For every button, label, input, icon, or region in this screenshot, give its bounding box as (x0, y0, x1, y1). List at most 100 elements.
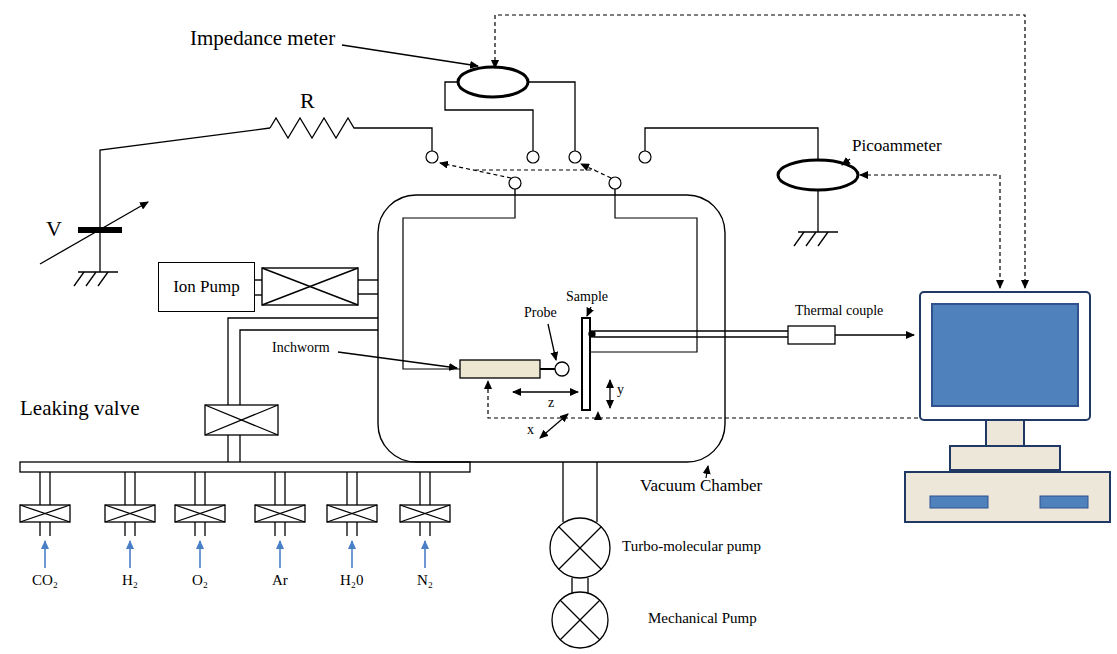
voltage-source (86, 272, 96, 286)
impedance-meter (342, 45, 575, 151)
gas-valve (400, 505, 450, 522)
ion-pump-valve (262, 268, 358, 305)
gas-valve (49, 522, 50, 536)
gas-valve (204, 522, 205, 536)
gas-valve (39, 472, 40, 505)
gas-valve (134, 472, 135, 505)
switch-terminals (581, 164, 611, 178)
pumps (560, 600, 600, 640)
vacuum-chamber (378, 189, 725, 478)
inchworm-probe-sample (582, 318, 590, 410)
pumps (550, 462, 610, 648)
gas-valve (327, 505, 377, 522)
pump-box: Ion Pump (158, 262, 255, 312)
voltage-source (100, 128, 270, 227)
thermocouple (594, 336, 788, 337)
pumps (571, 578, 572, 593)
part-label: Leaking valve (20, 396, 140, 420)
control-links (597, 412, 598, 418)
picoammeter (645, 128, 858, 246)
gas-inlet-arrow (44, 541, 46, 568)
instrument-label: Picoammeter (852, 136, 942, 156)
gas-manifold (205, 405, 278, 435)
picoammeter (818, 232, 828, 246)
gas-label: N₂ (417, 572, 433, 589)
pumps (596, 462, 597, 522)
ion-pump-valve (262, 268, 358, 305)
vacuum-chamber (591, 195, 697, 352)
control-links (495, 15, 1025, 288)
gas-valves (20, 472, 450, 568)
resistor-symbol (270, 118, 432, 151)
ion-pump-valve (262, 268, 358, 305)
ion-pump-valve (255, 268, 378, 305)
gas-valve (429, 522, 430, 536)
picoammeter (794, 232, 804, 246)
vacuum-chamber (614, 189, 615, 195)
part-label: Probe (524, 305, 557, 321)
gas-valve (356, 522, 357, 536)
gas-valve (124, 472, 125, 505)
gas-valve (20, 505, 70, 522)
switch-terminals (569, 151, 581, 163)
gas-valve (20, 505, 70, 522)
gas-valve (20, 505, 70, 522)
pump-label: Ion Pump (173, 277, 240, 297)
part-label: Thermal couple (795, 303, 883, 319)
thermocouple (788, 326, 835, 344)
inchworm-probe-sample (513, 391, 578, 392)
computer-icon (1040, 496, 1088, 508)
gas-valve (356, 472, 357, 505)
gas-label: H₂0 (340, 572, 364, 589)
gas-valve (39, 522, 40, 536)
gas-valve (346, 472, 347, 505)
inchworm-probe-sample (540, 368, 555, 370)
gas-valve (194, 522, 195, 536)
picoammeter (842, 159, 850, 165)
inchworm-probe-sample (460, 360, 540, 378)
gas-label: H₂ (122, 572, 138, 589)
gas-manifold (227, 435, 228, 462)
impedance-meter (445, 82, 533, 151)
picoammeter (806, 232, 816, 246)
gas-label: Ar (272, 572, 288, 589)
ion-pump-valve (358, 293, 378, 294)
pumps (559, 527, 601, 569)
gas-label: O₂ (192, 572, 208, 589)
inchworm-probe-sample (589, 331, 595, 337)
gas-valve (134, 522, 135, 536)
voltage-source (99, 233, 100, 272)
vacuum-chamber (378, 195, 725, 462)
switch-terminals (527, 151, 539, 163)
gas-valve (124, 522, 125, 536)
computer-icon (932, 304, 1078, 406)
gas-valve (175, 505, 225, 522)
resistor-symbol (270, 118, 432, 151)
gas-valve (346, 522, 347, 536)
axis-label: x (527, 422, 534, 438)
ion-pump-valve (255, 279, 262, 280)
part-label: Mechanical Pump (648, 610, 757, 627)
thermocouple (835, 334, 914, 335)
thermocouple (594, 330, 788, 331)
impedance-meter (528, 82, 575, 151)
gas-valve (255, 505, 305, 522)
picoammeter (645, 128, 818, 160)
gas-valve (327, 505, 377, 522)
gas-manifold (240, 330, 378, 405)
gas-valve (175, 505, 225, 522)
resistor-label: R (300, 88, 315, 113)
picoammeter (778, 160, 858, 190)
computer-icon (986, 420, 1024, 446)
gas-valve (194, 472, 195, 505)
impedance-meter (342, 45, 478, 66)
computer-icon (905, 472, 1110, 522)
vacuum-chamber (514, 189, 515, 195)
switch-terminals (475, 169, 595, 170)
gas-valve (255, 505, 305, 522)
gas-manifold (205, 405, 278, 435)
vacuum-chamber (403, 195, 515, 369)
gas-valve (105, 505, 155, 522)
